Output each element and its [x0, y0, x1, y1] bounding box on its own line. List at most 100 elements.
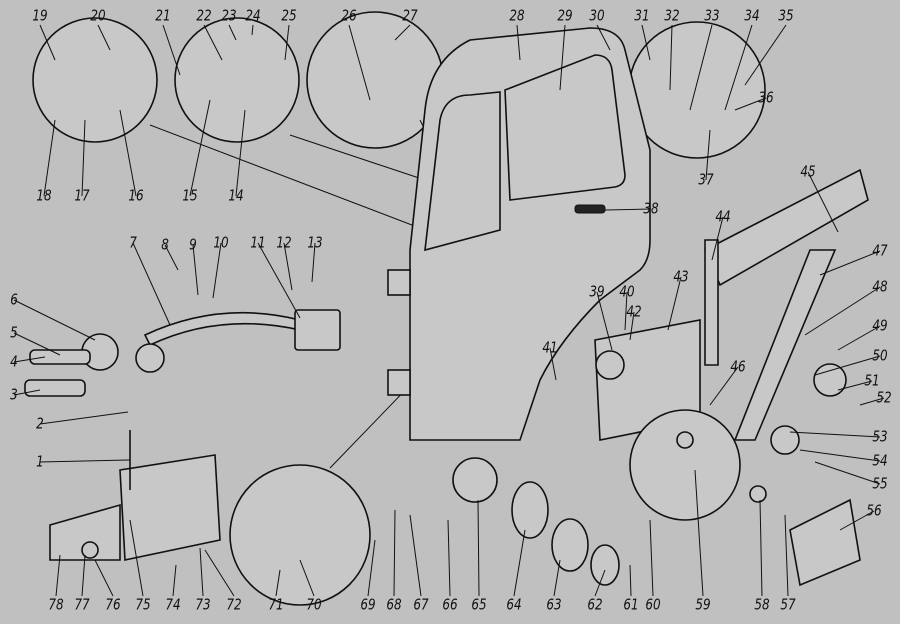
callout-label-10: 10	[213, 234, 228, 252]
leader-line-42	[629, 311, 635, 341]
callout-label-56: 56	[866, 502, 882, 520]
lower-hinge	[387, 369, 411, 396]
leader-line-27	[394, 24, 411, 41]
callout-label-45: 45	[800, 163, 815, 181]
callout-label-76: 76	[105, 596, 121, 614]
leader-line-18	[43, 119, 56, 197]
callout-label-27: 27	[402, 7, 418, 25]
leader-line-71	[275, 569, 281, 597]
leader-line-13	[311, 242, 316, 283]
leader-line-32	[669, 24, 673, 91]
callout-label-46: 46	[730, 358, 746, 376]
leader-line-65	[477, 499, 480, 597]
leader-line-74	[172, 564, 177, 597]
inset-circle-handle	[229, 464, 371, 606]
callout-label-19: 19	[32, 7, 47, 25]
callout-label-21: 21	[155, 7, 170, 25]
callout-label-70: 70	[306, 596, 321, 614]
callout-label-15: 15	[182, 187, 197, 205]
leader-line-52	[859, 397, 885, 406]
callout-label-47: 47	[872, 242, 888, 260]
inset-circle-hinge-pin	[174, 17, 300, 143]
leader-line-1	[39, 459, 131, 463]
leader-line-8	[164, 244, 179, 271]
leader-line-9	[192, 244, 199, 296]
callout-label-2: 2	[36, 415, 44, 433]
callout-label-12: 12	[276, 234, 291, 252]
leader-line-2	[39, 411, 129, 425]
door-check-strap	[24, 309, 341, 397]
leader-line-34	[724, 24, 753, 111]
callout-label-17: 17	[74, 187, 90, 205]
callout-label-28: 28	[509, 7, 525, 25]
inset-circle-lock-striker	[628, 21, 766, 159]
callout-label-35: 35	[778, 7, 793, 25]
leader-line-36	[734, 97, 767, 111]
leader-line-39	[596, 291, 613, 351]
leader-line-33	[689, 24, 713, 111]
callout-label-65: 65	[471, 596, 486, 614]
leader-line-40	[624, 291, 628, 331]
leader-line-77	[81, 554, 86, 597]
callout-label-14: 14	[228, 187, 243, 205]
leader-line-54	[799, 449, 881, 462]
leader-line-55	[814, 461, 881, 485]
callout-label-64: 64	[506, 596, 521, 614]
leader-line-25	[284, 24, 290, 61]
callout-label-67: 67	[413, 596, 429, 614]
callout-label-25: 25	[281, 7, 296, 25]
callout-label-8: 8	[161, 236, 169, 254]
callout-label-55: 55	[872, 475, 887, 493]
leader-line-59	[694, 469, 704, 597]
main-window	[504, 54, 626, 201]
callout-label-71: 71	[268, 596, 283, 614]
leader-line-58	[759, 499, 763, 597]
leader-line-78	[55, 554, 61, 597]
callout-label-13: 13	[307, 234, 322, 252]
callout-label-36: 36	[758, 89, 774, 107]
leader-line-57	[784, 514, 789, 597]
leader-line-44	[711, 216, 724, 261]
leader-line-46	[709, 366, 739, 406]
callout-leader-lines	[13, 24, 885, 597]
callout-label-6: 6	[10, 291, 18, 309]
callout-label-52: 52	[876, 389, 891, 407]
callout-label-42: 42	[626, 303, 641, 321]
leader-line-23	[228, 24, 237, 41]
leader-line-67	[409, 514, 422, 597]
leader-line-49	[837, 325, 881, 351]
leader-line-6	[13, 299, 96, 341]
callout-label-68: 68	[386, 596, 402, 614]
callout-label-31: 31	[634, 7, 649, 25]
door-panel	[387, 27, 651, 441]
leader-line-63	[553, 559, 561, 597]
callout-label-50: 50	[872, 347, 887, 365]
leader-line-26	[348, 24, 371, 101]
leader-line-15	[189, 99, 211, 197]
callout-label-39: 39	[589, 283, 604, 301]
callout-label-69: 69	[360, 596, 375, 614]
callout-label-11: 11	[250, 234, 265, 252]
leader-line-51	[837, 380, 873, 391]
callout-label-26: 26	[341, 7, 357, 25]
leader-line-61	[629, 564, 632, 597]
lower-hinge-assembly	[49, 430, 221, 561]
callout-label-23: 23	[221, 7, 236, 25]
callout-label-1: 1	[36, 453, 44, 471]
callout-label-57: 57	[780, 596, 796, 614]
leader-line-12	[283, 242, 293, 291]
callout-label-48: 48	[872, 278, 888, 296]
callout-label-7: 7	[129, 234, 137, 252]
callout-label-78: 78	[48, 596, 64, 614]
leader-line-17	[81, 119, 86, 197]
leader-line-50	[814, 355, 881, 376]
leader-line-14	[235, 109, 246, 197]
leader-line-37	[705, 129, 711, 181]
upper-hinge	[387, 269, 411, 296]
leader-line-38	[604, 208, 652, 211]
callout-label-77: 77	[74, 596, 90, 614]
callout-label-4: 4	[10, 353, 18, 371]
callout-label-40: 40	[619, 283, 634, 301]
